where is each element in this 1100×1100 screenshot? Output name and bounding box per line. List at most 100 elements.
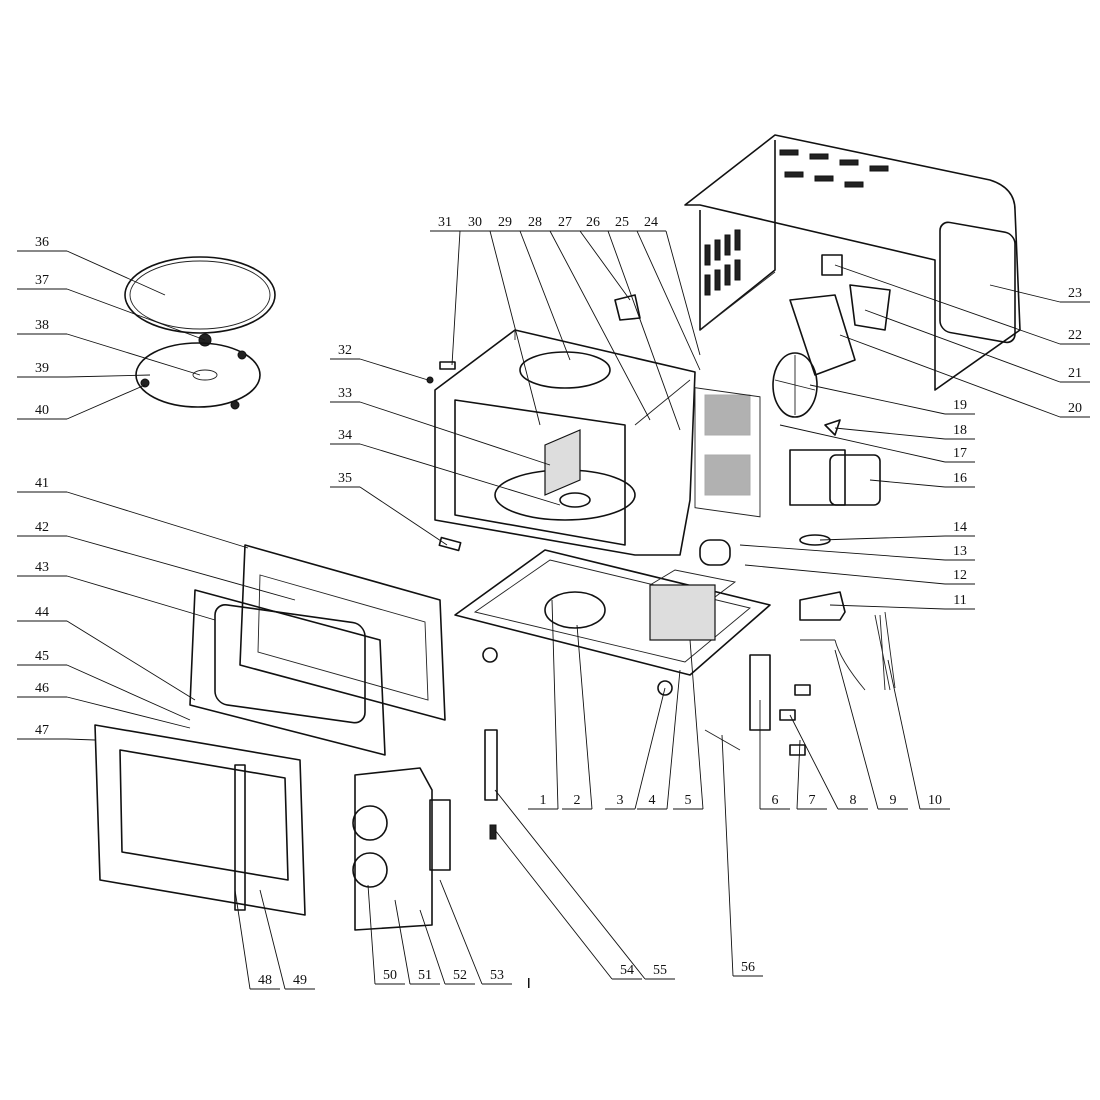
part-label-8: 8 bbox=[850, 793, 857, 808]
part-label-20: 20 bbox=[1068, 401, 1082, 416]
leader-line-21 bbox=[864, 309, 1090, 383]
leader-line-5 bbox=[673, 639, 704, 810]
base-plate bbox=[454, 549, 771, 696]
leader-line-2 bbox=[562, 624, 593, 810]
leader-line-24 bbox=[636, 230, 701, 356]
part-label-30: 30 bbox=[468, 215, 482, 230]
part-label-37: 37 bbox=[35, 273, 49, 288]
leader-line-26 bbox=[578, 230, 681, 431]
outer-case bbox=[684, 134, 1021, 391]
part-label-38: 38 bbox=[35, 318, 49, 333]
oven-cavity bbox=[434, 329, 761, 556]
leader-line-47 bbox=[17, 738, 96, 741]
part-label-19: 19 bbox=[953, 398, 967, 413]
leader-line-48 bbox=[234, 889, 280, 990]
leader-line-6 bbox=[759, 700, 790, 810]
leader-line-55 bbox=[494, 789, 675, 980]
leader-line-52 bbox=[419, 909, 475, 985]
part-label-51: 51 bbox=[418, 968, 432, 983]
leader-line-50 bbox=[367, 884, 405, 985]
leader-lines bbox=[17, 230, 1090, 990]
leader-line-30 bbox=[460, 230, 541, 426]
part-label-1: 1 bbox=[540, 793, 547, 808]
leader-line-22 bbox=[834, 264, 1090, 345]
leader-line-10 bbox=[887, 659, 950, 810]
leader-line-53 bbox=[439, 879, 512, 985]
leader-line-36 bbox=[17, 250, 166, 296]
part-label-2: 2 bbox=[574, 793, 581, 808]
control-panel bbox=[352, 729, 498, 931]
leader-line-46 bbox=[17, 696, 191, 729]
part-label-24: 24 bbox=[644, 215, 658, 230]
part-label-10: 10 bbox=[928, 793, 942, 808]
part-label-7: 7 bbox=[809, 793, 816, 808]
leader-line-12 bbox=[744, 564, 975, 585]
leader-line-14 bbox=[819, 535, 975, 541]
turntable-parts bbox=[124, 256, 276, 410]
part-label-28: 28 bbox=[528, 215, 542, 230]
part-label-33: 33 bbox=[338, 386, 352, 401]
leader-line-45 bbox=[17, 664, 191, 721]
leader-line-25 bbox=[607, 230, 701, 371]
part-label-29: 29 bbox=[498, 215, 512, 230]
part-label-39: 39 bbox=[35, 361, 49, 376]
leader-line-39 bbox=[17, 374, 151, 378]
leader-line-40 bbox=[17, 384, 146, 420]
leader-line-34 bbox=[330, 443, 561, 506]
leader-line-4 bbox=[637, 669, 681, 810]
leader-line-51 bbox=[394, 899, 440, 985]
part-label-52: 52 bbox=[453, 968, 467, 983]
part-label-46: 46 bbox=[35, 681, 49, 696]
leader-line-31 bbox=[430, 230, 461, 366]
part-label-49: 49 bbox=[293, 973, 307, 988]
leader-line-41 bbox=[17, 491, 249, 549]
part-label-43: 43 bbox=[35, 560, 49, 575]
leader-line-13 bbox=[739, 544, 975, 561]
part-label-22: 22 bbox=[1068, 328, 1082, 343]
leader-line-32 bbox=[330, 358, 429, 381]
part-label-40: 40 bbox=[35, 403, 49, 418]
part-label-17: 17 bbox=[953, 446, 967, 461]
leader-line-49 bbox=[259, 889, 315, 990]
part-label-6: 6 bbox=[772, 793, 779, 808]
leader-line-27 bbox=[550, 230, 631, 301]
components bbox=[426, 254, 896, 756]
leader-line-28 bbox=[520, 230, 651, 421]
leader-line-7 bbox=[796, 739, 827, 810]
part-label-36: 36 bbox=[35, 235, 49, 250]
part-label-26: 26 bbox=[586, 215, 600, 230]
part-label-42: 42 bbox=[35, 520, 49, 535]
part-label-47: 47 bbox=[35, 723, 49, 738]
leader-line-44 bbox=[17, 620, 196, 701]
part-label-54: 54 bbox=[620, 963, 634, 978]
part-label-23: 23 bbox=[1068, 286, 1082, 301]
leader-line-3 bbox=[605, 687, 666, 810]
leader-line-42 bbox=[17, 535, 296, 601]
part-label-45: 45 bbox=[35, 649, 49, 664]
part-label-53: 53 bbox=[490, 968, 504, 983]
leader-line-56 bbox=[721, 734, 763, 977]
leader-line-8 bbox=[789, 714, 868, 810]
leader-line-38 bbox=[17, 333, 201, 376]
leader-line-23 bbox=[989, 284, 1090, 303]
leader-line-1 bbox=[528, 599, 559, 810]
part-label-48: 48 bbox=[258, 973, 272, 988]
part-label-5: 5 bbox=[685, 793, 692, 808]
part-label-11: 11 bbox=[953, 593, 966, 608]
part-label-12: 12 bbox=[953, 568, 967, 583]
leader-line-29 bbox=[490, 230, 571, 361]
leader-line-35 bbox=[330, 486, 448, 546]
part-label-56: 56 bbox=[741, 960, 755, 975]
part-label-16: 16 bbox=[953, 471, 967, 486]
leader-line-54 bbox=[494, 829, 642, 980]
part-label-9: 9 bbox=[890, 793, 897, 808]
part-label-18: 18 bbox=[953, 423, 967, 438]
leader-line-37 bbox=[17, 288, 206, 341]
part-label-25: 25 bbox=[615, 215, 629, 230]
leader-line-33 bbox=[330, 401, 551, 466]
door-frame-43 bbox=[189, 589, 386, 756]
part-label-50: 50 bbox=[383, 968, 397, 983]
